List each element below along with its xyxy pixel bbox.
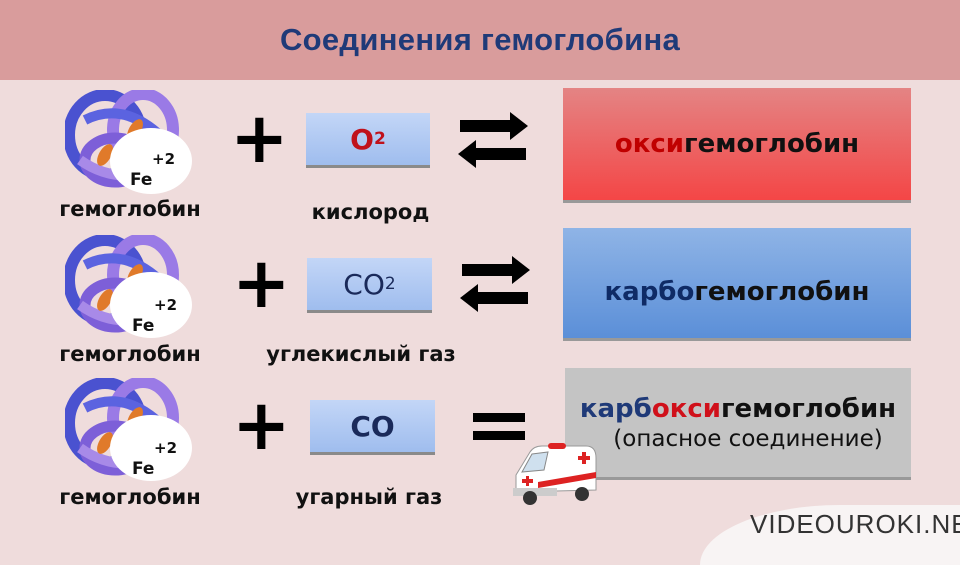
fe-ion-bubble: +2 Fe [110, 415, 192, 481]
molecule-box-co: CO [310, 400, 435, 452]
reversible-arrows-icon [458, 112, 528, 168]
hemoglobin-label: гемоглобин [59, 197, 201, 221]
result-box-oxyhemoglobin: оксигемоглобин [563, 88, 911, 200]
molecule-formula: CO [350, 409, 395, 443]
result-main: гемоглобин [683, 129, 860, 159]
molecule-subscript: 2 [373, 129, 386, 149]
fe-label: Fe [130, 170, 153, 190]
result-mid: окси [651, 393, 721, 424]
result-note: (опасное соединение) [613, 425, 883, 452]
molecule-formula: O [350, 122, 374, 156]
videouroki-logo: VIDEOUROKI.NET [700, 505, 960, 565]
hemoglobin-label: гемоглобин [59, 342, 201, 366]
ambulance-icon [513, 443, 597, 505]
molecule-label: угарный газ [295, 485, 443, 509]
result-box-carbohemoglobin: карбогемоглобин [563, 228, 911, 338]
fe-ion-bubble: +2 Fe [110, 128, 192, 194]
reversible-arrows-icon [460, 256, 530, 312]
plus-sign: + [232, 242, 291, 324]
fe-ion-bubble: +2 Fe [110, 272, 192, 338]
logo-text: VIDEOUROKI.NET [750, 509, 960, 539]
title-bar: Соединения гемоглобина [0, 0, 960, 80]
result-main: гемоглобин [694, 277, 870, 307]
fe-charge: +2 [152, 150, 176, 168]
molecule-label: кислород [311, 200, 430, 224]
fe-label: Fe [132, 459, 155, 479]
plus-sign: + [232, 384, 291, 466]
plus-sign: + [230, 97, 289, 179]
fe-label: Fe [132, 316, 155, 336]
result-box-carboxyhemoglobin: карбоксигемоглобин (опасное соединение) [565, 368, 911, 477]
slide-title: Соединения гемоглобина [279, 22, 681, 57]
result-prefix: окси [614, 129, 684, 159]
molecule-label: углекислый газ [266, 342, 456, 366]
fe-charge: +2 [154, 296, 178, 314]
molecule-formula: CO [343, 267, 385, 301]
result-prefix: карб [579, 393, 652, 424]
result-prefix: карбо [604, 277, 695, 307]
molecule-subscript: 2 [384, 274, 396, 294]
fe-charge: +2 [154, 439, 178, 457]
equals-sign-icon [473, 413, 525, 440]
result-main: гемоглобин [720, 393, 897, 424]
hemoglobin-label: гемоглобин [59, 485, 201, 509]
